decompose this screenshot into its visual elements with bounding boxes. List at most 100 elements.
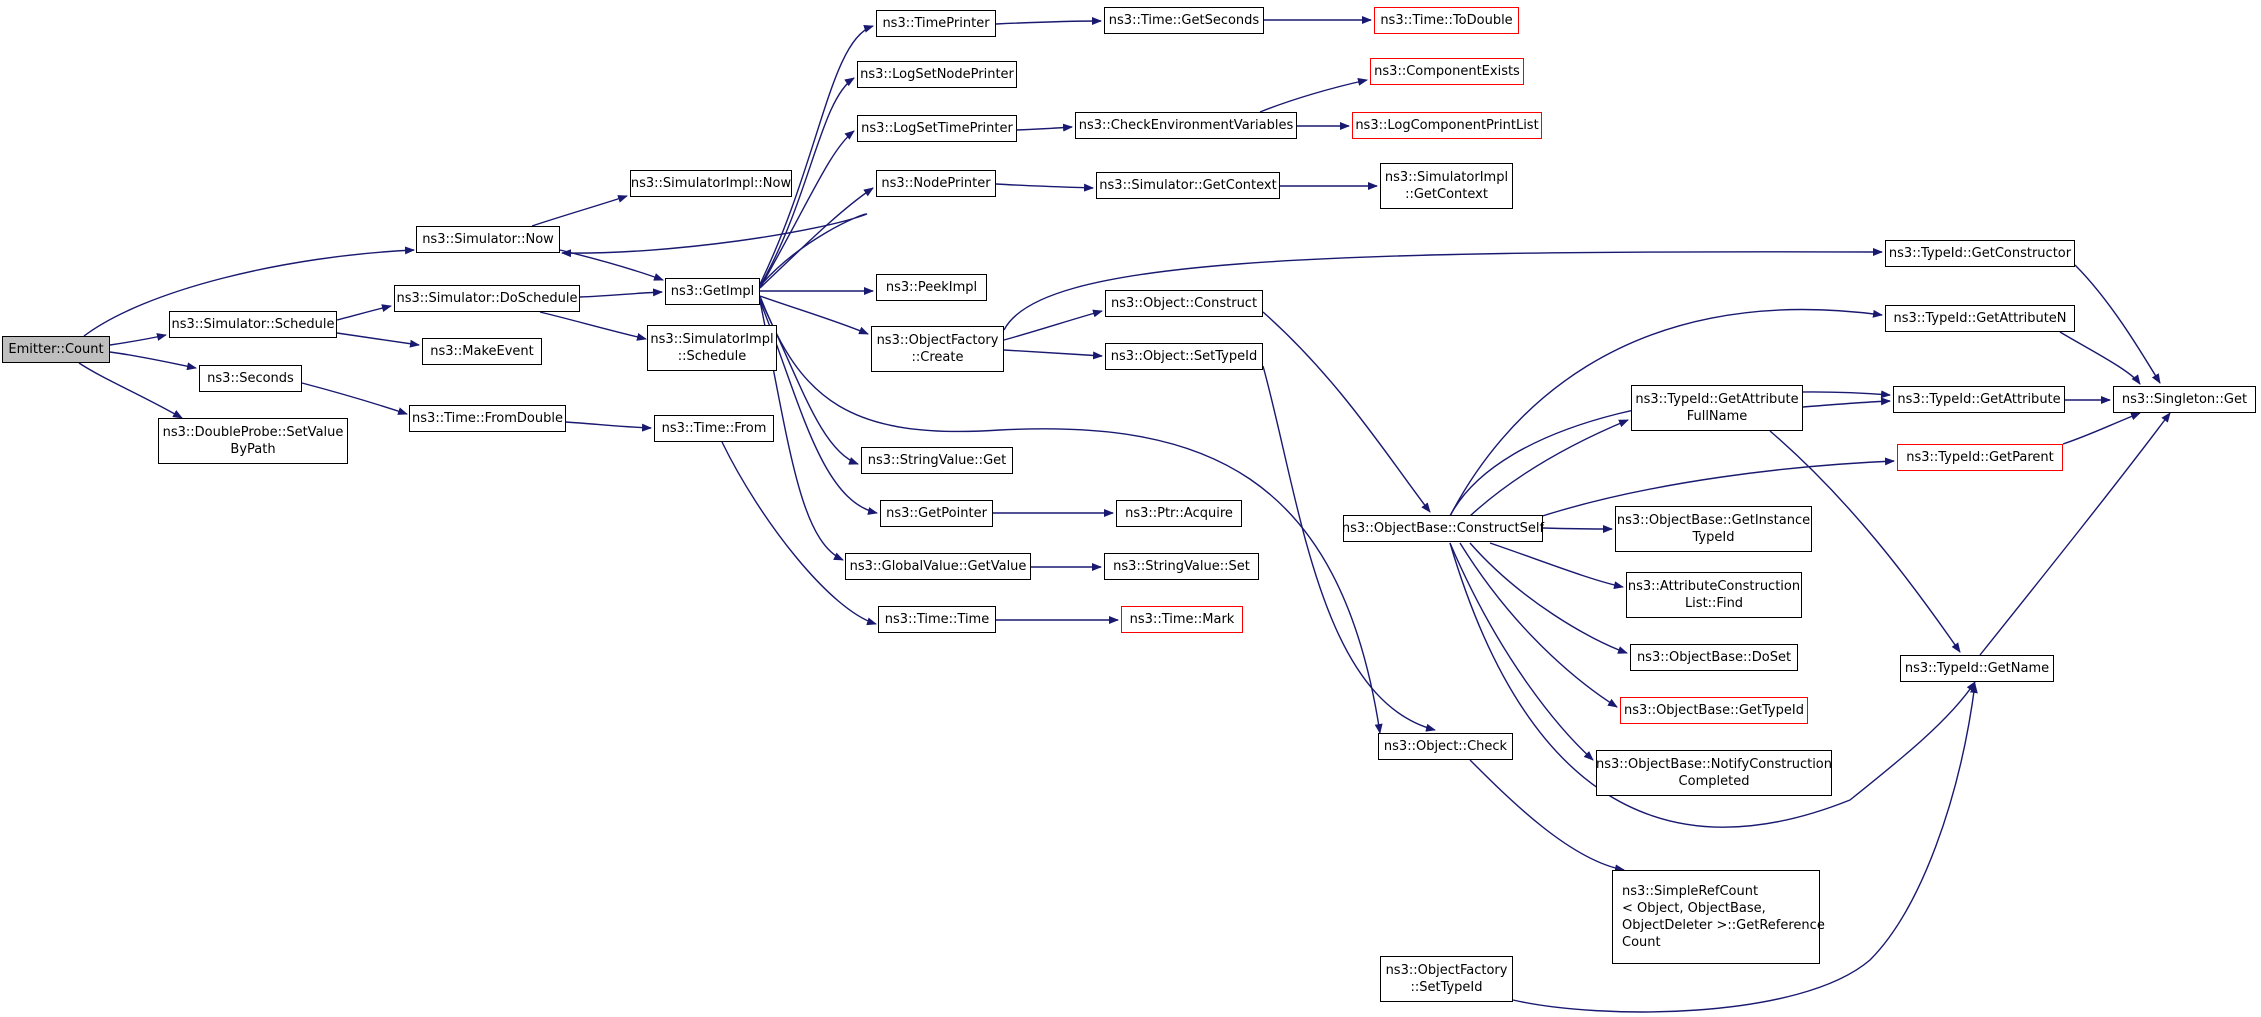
call-edge <box>1802 397 1891 408</box>
node-logsetnode[interactable]: ns3::LogSetNodePrinter <box>857 61 1017 88</box>
node-label: ns3::Object::Construct <box>1110 296 1258 311</box>
node-label: ns3::Time::Time <box>884 612 990 627</box>
node-timeprinter[interactable]: ns3::TimePrinter <box>876 10 996 37</box>
node-simimpl-sched[interactable]: ns3::SimulatorImpl::Schedule <box>647 325 777 371</box>
node-emitter-count[interactable]: Emitter::Count <box>2 336 110 363</box>
call-edge <box>1003 349 1103 360</box>
node-label: ns3::SimulatorImpl::Now <box>630 176 792 191</box>
call-edge <box>1469 419 1629 517</box>
node-label: ns3::GetPointer <box>886 506 987 521</box>
node-simplerefcount[interactable]: ns3::SimpleRefCount< Object, ObjectBase,… <box>1612 870 1825 964</box>
node-label: ns3::TypeId::GetName <box>1904 661 2050 676</box>
node-tid-getattrn[interactable]: ns3::TypeId::GetAttributeN <box>1885 305 2075 332</box>
node-tid-getattr[interactable]: ns3::TypeId::GetAttribute <box>1893 386 2065 413</box>
node-peekimpl[interactable]: ns3::PeekImpl <box>876 274 987 301</box>
node-label: ::SetTypeId <box>1410 980 1483 995</box>
call-edge <box>109 351 197 371</box>
call-edge <box>579 288 663 298</box>
node-tid-getname[interactable]: ns3::TypeId::GetName <box>1900 655 2054 682</box>
node-obj-settypeid[interactable]: ns3::Object::SetTypeId <box>1105 343 1263 370</box>
node-doset[interactable]: ns3::ObjectBase::DoSet <box>1630 644 1798 671</box>
node-getseconds[interactable]: ns3::Time::GetSeconds <box>1104 7 1264 34</box>
node-checkenv[interactable]: ns3::CheckEnvironmentVariables <box>1075 112 1297 139</box>
node-seconds[interactable]: ns3::Seconds <box>199 365 302 392</box>
node-label: ns3::Time::ToDouble <box>1380 13 1513 28</box>
node-objfactory-settid[interactable]: ns3::ObjectFactory::SetTypeId <box>1380 956 1513 1002</box>
node-timemark[interactable]: ns3::Time::Mark <box>1121 606 1243 633</box>
call-edge <box>83 246 415 337</box>
node-timefrom[interactable]: ns3::Time::From <box>654 415 774 442</box>
node-logsettime[interactable]: ns3::LogSetTimePrinter <box>857 115 1017 142</box>
node-stringvalue-set[interactable]: ns3::StringValue::Set <box>1104 553 1259 580</box>
node-label: ns3::ObjectBase::GetTypeId <box>1624 703 1804 718</box>
node-fromdouble[interactable]: ns3::Time::FromDouble <box>409 405 566 432</box>
node-label: ::GetContext <box>1405 187 1488 202</box>
node-label: ns3::AttributeConstruction <box>1627 579 1801 594</box>
node-label: ns3::TimePrinter <box>882 16 990 31</box>
node-sim-getcontext[interactable]: ns3::Simulator::GetContext <box>1096 172 1280 199</box>
node-label: ns3::TypeId::GetParent <box>1906 450 2054 465</box>
node-label: ns3::TypeId::GetConstructor <box>1888 246 2072 261</box>
call-edge <box>759 295 869 335</box>
call-edge <box>1469 759 1625 873</box>
node-simimpl-now[interactable]: ns3::SimulatorImpl::Now <box>630 170 792 197</box>
node-label: ns3::Time::GetSeconds <box>1108 13 1260 28</box>
node-sim-schedule[interactable]: ns3::Simulator::Schedule <box>169 311 337 338</box>
call-edge <box>2059 331 2141 385</box>
node-label: ByPath <box>230 442 276 457</box>
call-edge <box>1449 542 1976 828</box>
node-obj-check[interactable]: ns3::Object::Check <box>1378 733 1513 760</box>
node-nodeprinter[interactable]: ns3::NodePrinter <box>876 170 996 197</box>
call-edge <box>1529 457 1895 521</box>
node-sim-now[interactable]: ns3::Simulator::Now <box>416 226 560 253</box>
call-edge <box>561 213 868 287</box>
node-todouble[interactable]: ns3::Time::ToDouble <box>1374 7 1519 34</box>
node-singleton-get[interactable]: ns3::Singleton::Get <box>2113 386 2256 413</box>
node-obj-construct[interactable]: ns3::Object::Construct <box>1105 290 1263 317</box>
node-compexists[interactable]: ns3::ComponentExists <box>1370 58 1524 85</box>
node-ptr-acquire[interactable]: ns3::Ptr::Acquire <box>1116 500 1242 527</box>
node-label: ns3::Time::Mark <box>1129 612 1235 627</box>
node-timetime[interactable]: ns3::Time::Time <box>878 606 996 633</box>
node-tid-getparent[interactable]: ns3::TypeId::GetParent <box>1897 444 2063 471</box>
call-edge <box>109 333 167 346</box>
call-edge <box>1469 542 1628 654</box>
call-edge <box>1459 542 1618 708</box>
node-simimpl-getctx[interactable]: ns3::SimulatorImpl::GetContext <box>1380 163 1513 209</box>
call-edge <box>759 295 1383 734</box>
call-edge <box>1979 412 2171 656</box>
call-edge <box>1262 365 1436 732</box>
node-label: ns3::ObjectFactory <box>1385 963 1508 978</box>
node-tid-getconstructor[interactable]: ns3::TypeId::GetConstructor <box>1885 240 2075 267</box>
node-getimpl[interactable]: ns3::GetImpl <box>665 278 760 305</box>
node-objfactory-create[interactable]: ns3::ObjectFactory::Create <box>871 326 1004 372</box>
node-label: ns3::TypeId::GetAttribute <box>1897 392 2061 407</box>
node-makeevent[interactable]: ns3::MakeEvent <box>422 338 542 365</box>
node-objbase-gettid[interactable]: ns3::ObjectBase::GetTypeId <box>1620 697 1808 724</box>
node-label: ns3::StringValue::Get <box>867 453 1007 468</box>
node-doschedule[interactable]: ns3::Simulator::DoSchedule <box>394 285 580 312</box>
node-label: ns3::CheckEnvironmentVariables <box>1078 118 1294 133</box>
node-label: ns3::TypeId::GetAttribute <box>1635 392 1799 407</box>
node-stringvalue-get[interactable]: ns3::StringValue::Get <box>861 447 1013 474</box>
call-edge <box>995 17 1102 26</box>
call-edge <box>531 195 628 227</box>
call-edge <box>1262 311 1431 513</box>
node-label: ::Create <box>911 350 964 365</box>
node-getpointer[interactable]: ns3::GetPointer <box>880 500 993 527</box>
node-label: ::Schedule <box>677 349 747 364</box>
node-globalvalue[interactable]: ns3::GlobalValue::GetValue <box>845 553 1031 580</box>
call-edge <box>1259 77 1368 113</box>
node-label: ns3::MakeEvent <box>430 344 534 359</box>
node-label: ns3::GetImpl <box>670 284 755 299</box>
node-logcomplist[interactable]: ns3::LogComponentPrintList <box>1352 112 1542 139</box>
node-label: ns3::Object::SetTypeId <box>1110 349 1258 364</box>
node-constructself[interactable]: ns3::ObjectBase::ConstructSelf <box>1342 515 1544 542</box>
